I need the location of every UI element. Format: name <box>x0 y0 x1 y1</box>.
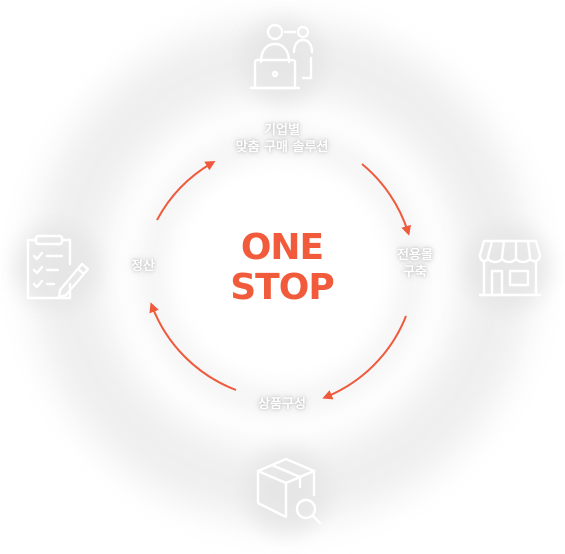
storefront-icon <box>478 239 542 297</box>
one-stop-title-line2: STOP <box>230 267 334 308</box>
person-laptop-icon <box>249 23 314 90</box>
arrow-right-to-bottom <box>322 315 407 400</box>
one-stop-title-line1: ONE <box>240 227 324 268</box>
inner-glow-ring <box>137 127 427 417</box>
clipboard-checklist-icon <box>26 234 90 300</box>
label-settlement: 정산 <box>115 258 171 275</box>
arrow-top-to-right <box>361 163 411 236</box>
icon-halo-left <box>15 225 99 309</box>
arrow-left-to-top <box>156 160 216 221</box>
arrow-bottom-to-left <box>149 302 237 391</box>
label-custom-solution-line2: 맞춤 구매 솔루션 <box>235 140 329 155</box>
label-dedicated-mall: 전용몰 구축 <box>380 247 450 281</box>
label-custom-solution: 기업별 맞춤 구매 솔루션 <box>202 122 362 156</box>
label-settlement-text: 정산 <box>131 259 155 274</box>
label-product-composition: 상품구성 <box>232 396 332 413</box>
label-dedicated-mall-line2: 구축 <box>403 265 427 280</box>
label-custom-solution-line1: 기업별 <box>264 123 300 138</box>
box-search-icon <box>256 457 322 525</box>
label-product-composition-text: 상품구성 <box>258 397 306 412</box>
one-stop-title: ONE STOP <box>182 228 382 308</box>
label-dedicated-mall-line1: 전용몰 <box>397 248 433 263</box>
